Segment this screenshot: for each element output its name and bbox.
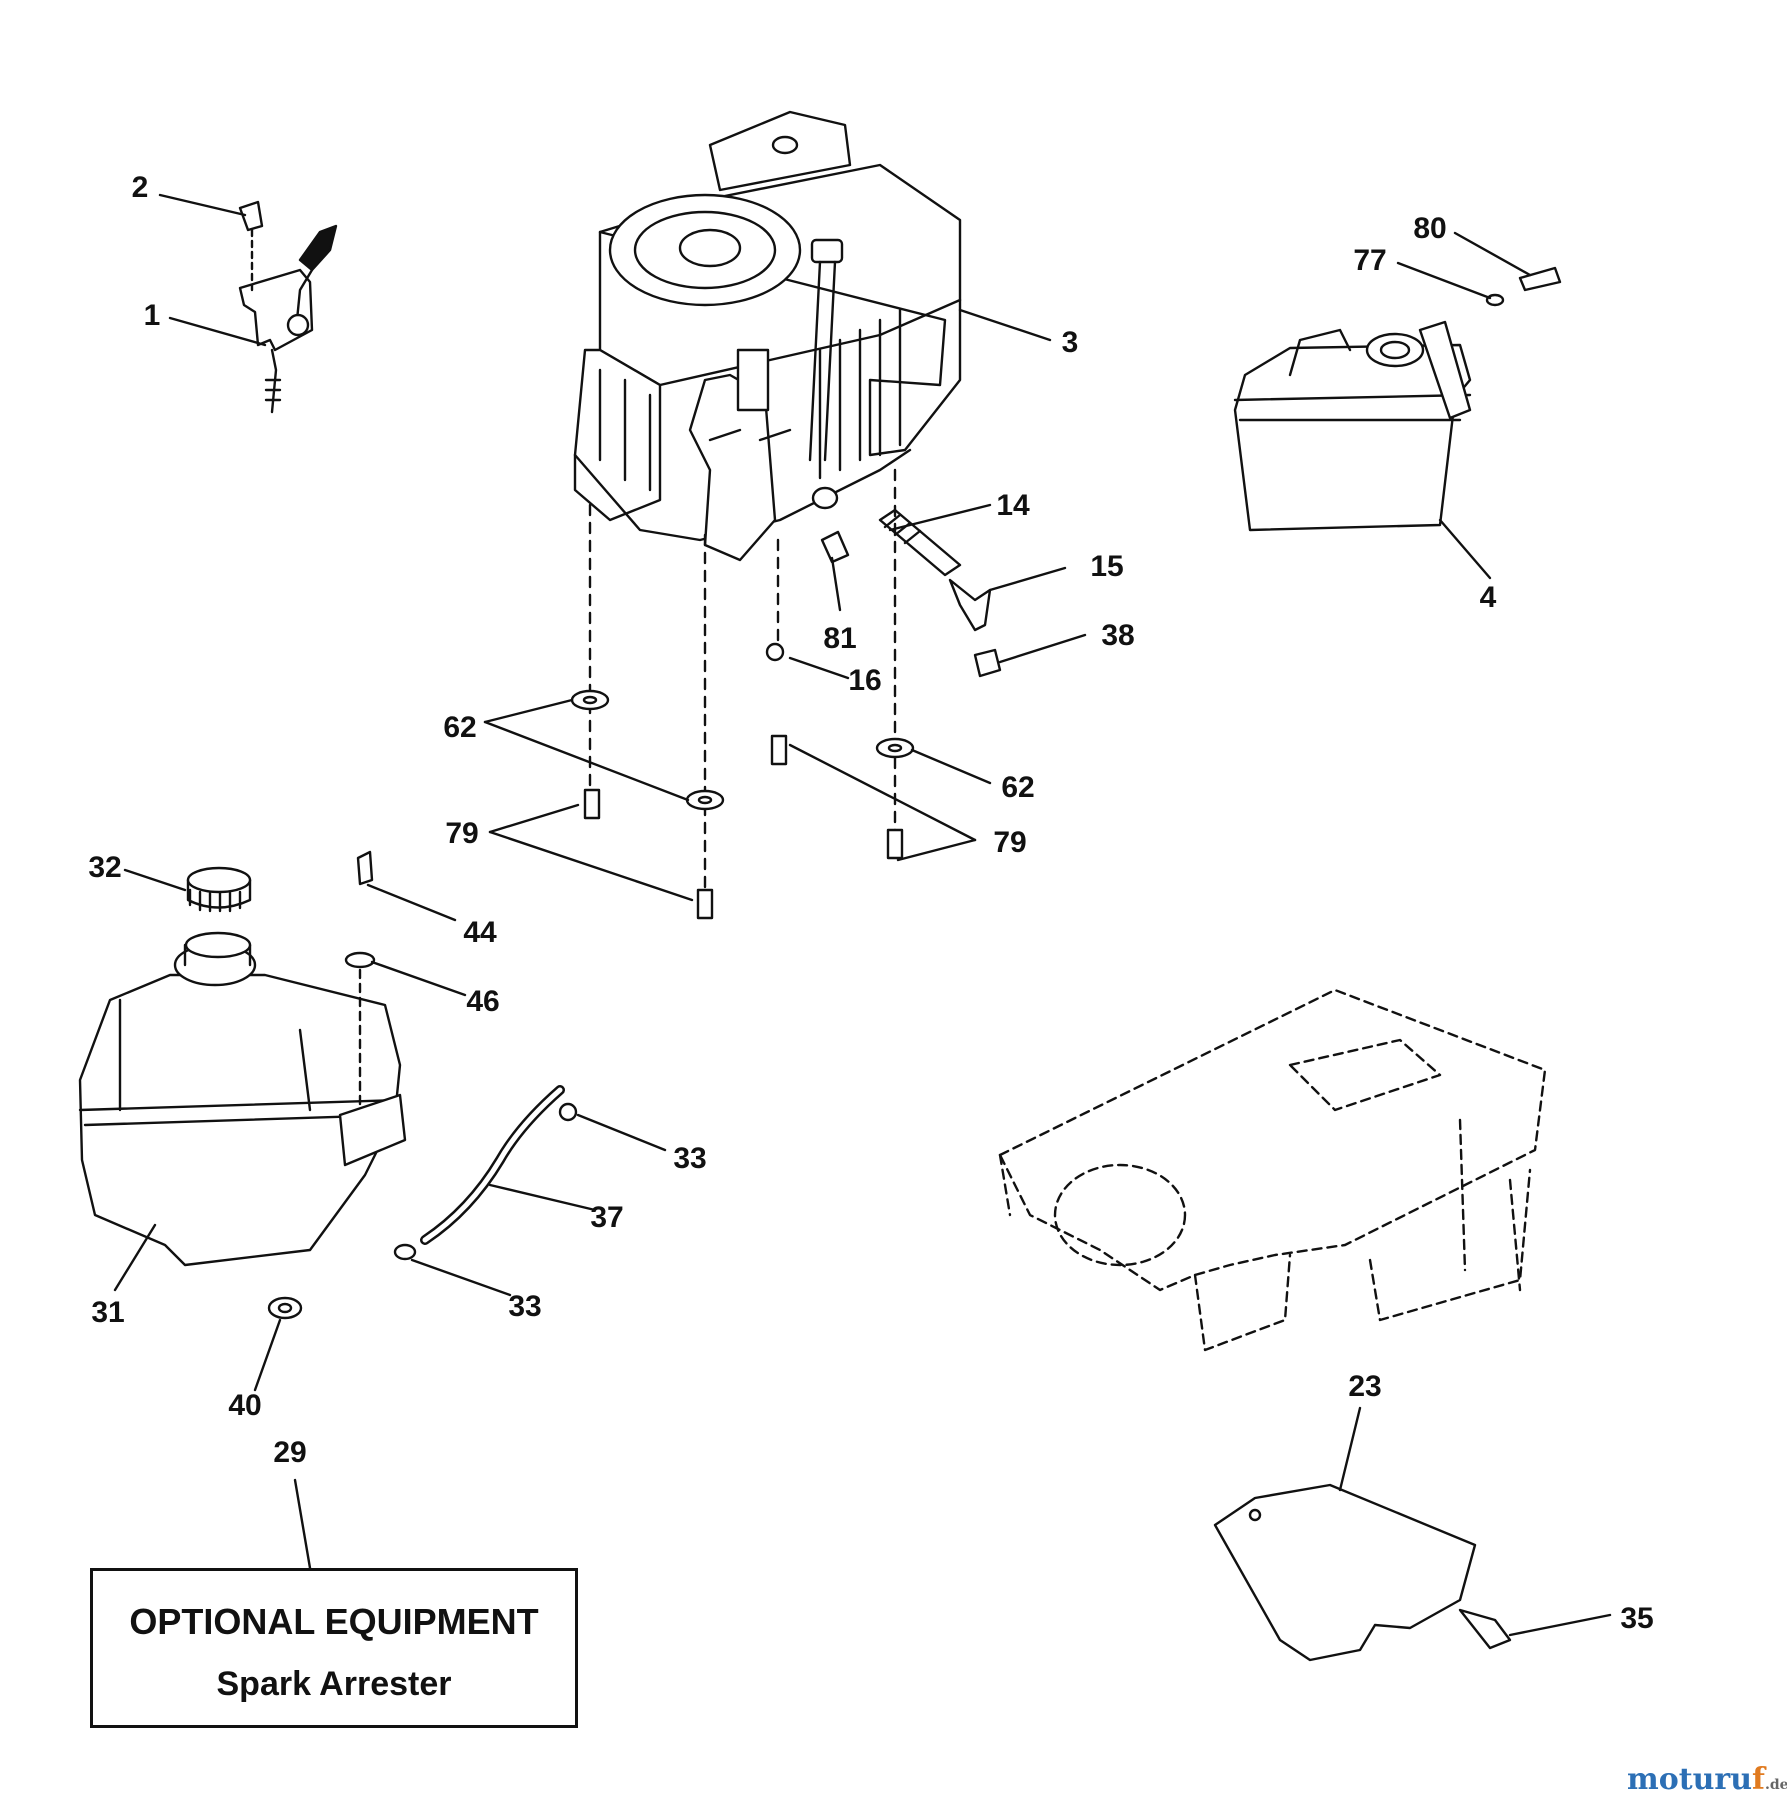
muffler-part [1233, 266, 1562, 532]
watermark-logo: moturuf.de [1627, 1762, 1787, 1797]
callout-label: 79 [993, 826, 1026, 859]
mount-hardware [570, 689, 915, 920]
callout-label: 80 [1413, 212, 1446, 245]
callout-label: 33 [508, 1290, 541, 1323]
heat-shield-part [1213, 1483, 1512, 1662]
callout-label: 1 [144, 299, 161, 332]
callout-label: 62 [443, 711, 476, 744]
callout-label: 14 [996, 489, 1030, 522]
callout-label: 46 [466, 985, 499, 1018]
callout-label: 62 [1001, 771, 1034, 804]
callout-label: 29 [273, 1436, 306, 1469]
callout-label: 31 [91, 1296, 124, 1329]
optional-equipment-subtitle: Spark Arrester [216, 1665, 452, 1703]
fuel-tank-part [78, 850, 578, 1320]
callout-label: 40 [228, 1389, 261, 1422]
alignment-lines [588, 468, 897, 907]
leader-lines [113, 193, 1612, 1637]
fuel-fittings [765, 508, 1002, 678]
callout-label: 38 [1101, 619, 1134, 652]
frame-outline [998, 988, 1547, 1352]
callout-label: 15 [1090, 550, 1123, 583]
throttle-control-part [238, 200, 338, 414]
callout-label: 77 [1353, 244, 1386, 277]
callout-label: 32 [88, 851, 121, 884]
callout-label: 44 [463, 916, 497, 949]
callout-label: 2 [132, 171, 149, 204]
callout-label: 35 [1620, 1602, 1653, 1635]
watermark-suffix: .de [1764, 1777, 1787, 1793]
callout-labels: 2 1 3 80 77 4 14 15 81 16 38 62 62 79 79… [88, 171, 1653, 1635]
optional-equipment-box: OPTIONAL EQUIPMENT Spark Arrester [90, 1568, 578, 1728]
callout-label: 16 [848, 664, 881, 697]
callout-label: 37 [590, 1201, 623, 1234]
engine-part [573, 110, 962, 562]
callout-label: 23 [1348, 1370, 1381, 1403]
watermark-accent: f [1752, 1762, 1765, 1797]
watermark-main: moturu [1627, 1762, 1753, 1797]
callout-label: 4 [1480, 581, 1497, 614]
optional-equipment-title: OPTIONAL EQUIPMENT [129, 1601, 539, 1642]
callout-label: 79 [445, 817, 478, 850]
callout-label: 81 [823, 622, 856, 655]
callout-label: 3 [1062, 326, 1079, 359]
callout-label: 33 [673, 1142, 706, 1175]
